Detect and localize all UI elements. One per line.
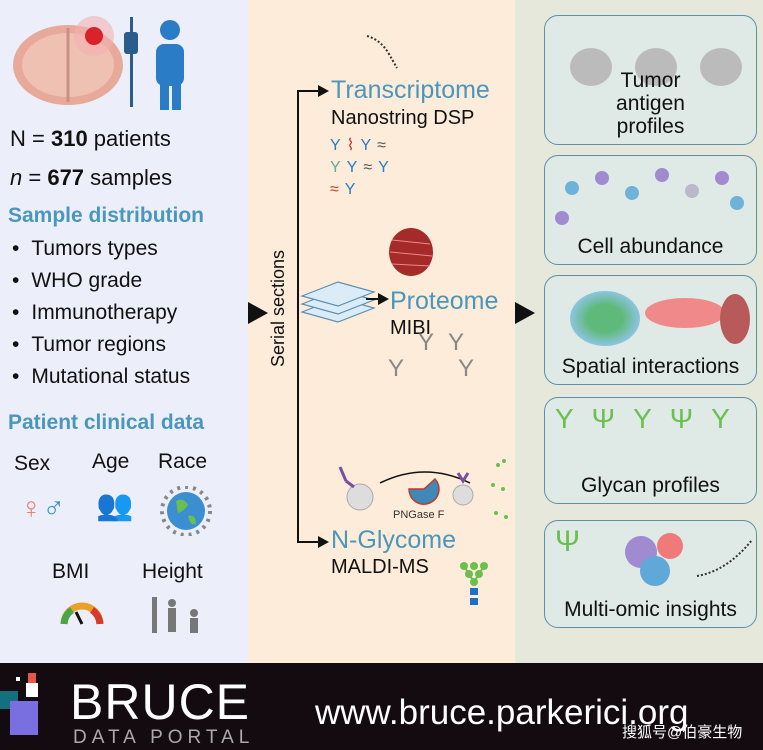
proteome-tech: MIBI: [390, 317, 432, 339]
rna-strand-icon: [366, 35, 398, 69]
brand-subtitle: DATA PORTAL: [73, 727, 255, 748]
age-icon: 👥: [96, 489, 134, 522]
rna-strand-icon: [696, 539, 753, 577]
bmi-gauge-icon: [60, 602, 104, 625]
branch-line: [297, 90, 299, 542]
output-spatial-interactions: Spatial interactions: [544, 275, 757, 385]
output-glycan-profiles: YΨYΨY Glycan profiles: [544, 397, 757, 504]
distribution-item: Immunotherapy: [12, 301, 177, 325]
branch-line: [297, 541, 319, 543]
clinical-heading: Patient clinical data: [8, 411, 205, 434]
glycan-icon: Ψ: [555, 525, 581, 558]
clinical-age: Age: [92, 450, 130, 473]
clinical-height: Height: [142, 560, 203, 583]
pngase-label: PNGase F: [393, 509, 445, 521]
arrow-icon: [318, 536, 329, 548]
sample-count: n = 677 samples: [10, 165, 173, 190]
distribution-heading: Sample distribution: [8, 204, 205, 227]
probes-icon: Y⌇Y≈YY≈Y≈Y: [330, 137, 395, 198]
patient-count: N = 310 patients: [10, 126, 171, 151]
glycans-icon: YΨYΨY: [555, 403, 748, 434]
output-tumor-antigen: Tumor antigen profiles: [544, 15, 757, 145]
glycome-title: N-Glycome: [331, 526, 457, 554]
tissue-sections-icon: [300, 281, 376, 323]
brand-name: BRUCE: [70, 674, 251, 730]
glycan-release-icon: [338, 459, 508, 519]
brain-icon: [13, 16, 123, 105]
distribution-item: Tumors types: [12, 237, 157, 261]
arrow-icon: [378, 293, 389, 305]
branch-line: [297, 90, 319, 92]
sex-symbols-icon: ♀♂: [20, 492, 65, 525]
protein-icon: [389, 228, 433, 276]
height-icon: [152, 597, 198, 633]
cohort-panel: N = 310 patients n = 677 samples Sample …: [0, 0, 248, 663]
portal-url[interactable]: www.bruce.parkerici.org: [315, 693, 689, 732]
output-multiomic-insights: Ψ Multi-omic insights: [544, 520, 757, 628]
arrow-icon: [318, 85, 329, 97]
bruce-logo-icon: [0, 673, 38, 735]
watermark: 搜狐号@伯豪生物: [622, 724, 743, 741]
methods-panel: Serial sections Transcriptome Nanostring…: [248, 0, 515, 663]
clinical-bmi: BMI: [52, 560, 90, 583]
arrow-icon: [248, 302, 268, 324]
glycan-icon: [460, 562, 488, 605]
globe-icon: [160, 486, 212, 536]
distribution-item: Mutational status: [12, 365, 190, 389]
patient-iv-icon: [124, 17, 184, 110]
footer-banner: BRUCE DATA PORTAL www.bruce.parkerici.or…: [0, 663, 763, 750]
arrow-icon: [515, 302, 535, 324]
clinical-race: Race: [158, 450, 208, 473]
distribution-item: Tumor regions: [12, 333, 166, 357]
serial-sections-label: Serial sections: [268, 249, 288, 367]
branch-line: [366, 298, 380, 300]
output-cell-abundance: Cell abundance: [544, 155, 757, 265]
clinical-sex: Sex: [14, 452, 51, 475]
proteome-title: Proteome: [390, 287, 499, 315]
glycome-tech: MALDI-MS: [331, 556, 429, 578]
transcriptome-tech: Nanostring DSP: [331, 107, 475, 129]
transcriptome-title: Transcriptome: [331, 76, 490, 104]
distribution-item: WHO grade: [12, 269, 142, 293]
